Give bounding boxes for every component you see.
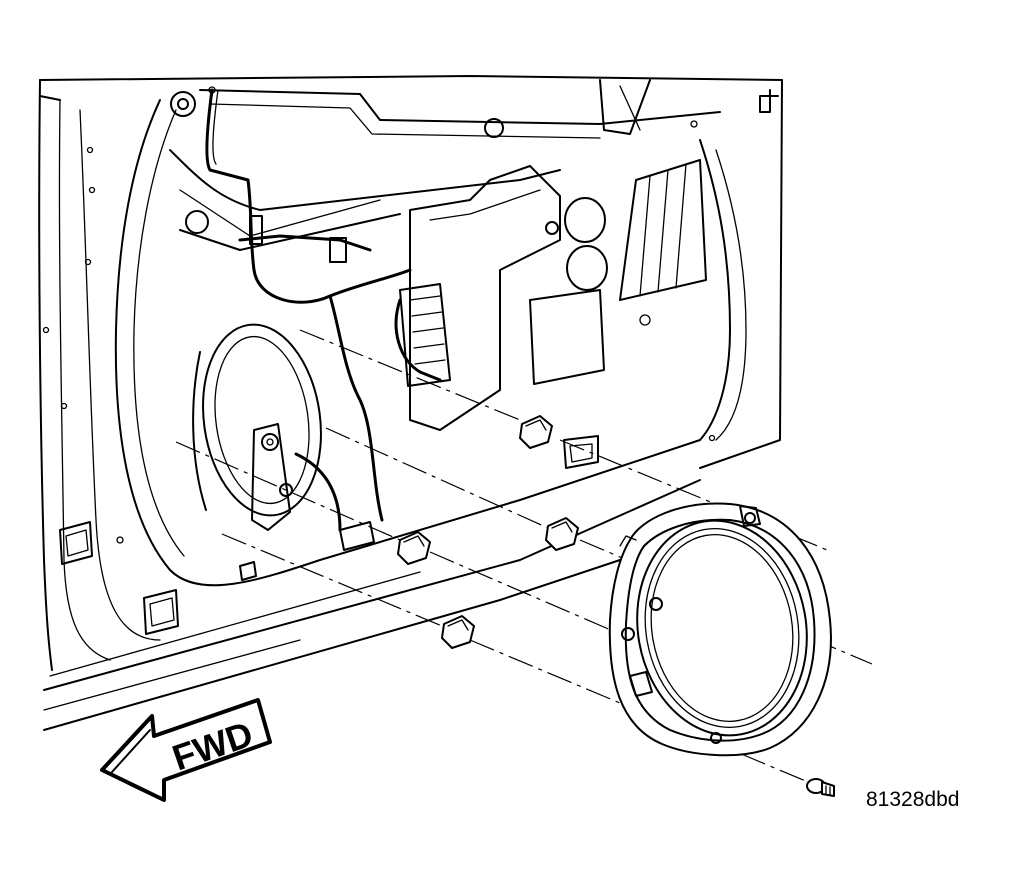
- speaker-screw: [806, 778, 835, 797]
- door-inner-panel: [38, 75, 783, 731]
- clip-upper: [519, 415, 553, 449]
- fwd-arrow-icon: FWD: [100, 698, 272, 802]
- front-door-speaker: [608, 502, 832, 757]
- clip-middle: [545, 517, 579, 551]
- figure-id: 81328dbd: [866, 788, 959, 811]
- clip-lower: [441, 615, 475, 649]
- clip-lower-left: [397, 531, 431, 565]
